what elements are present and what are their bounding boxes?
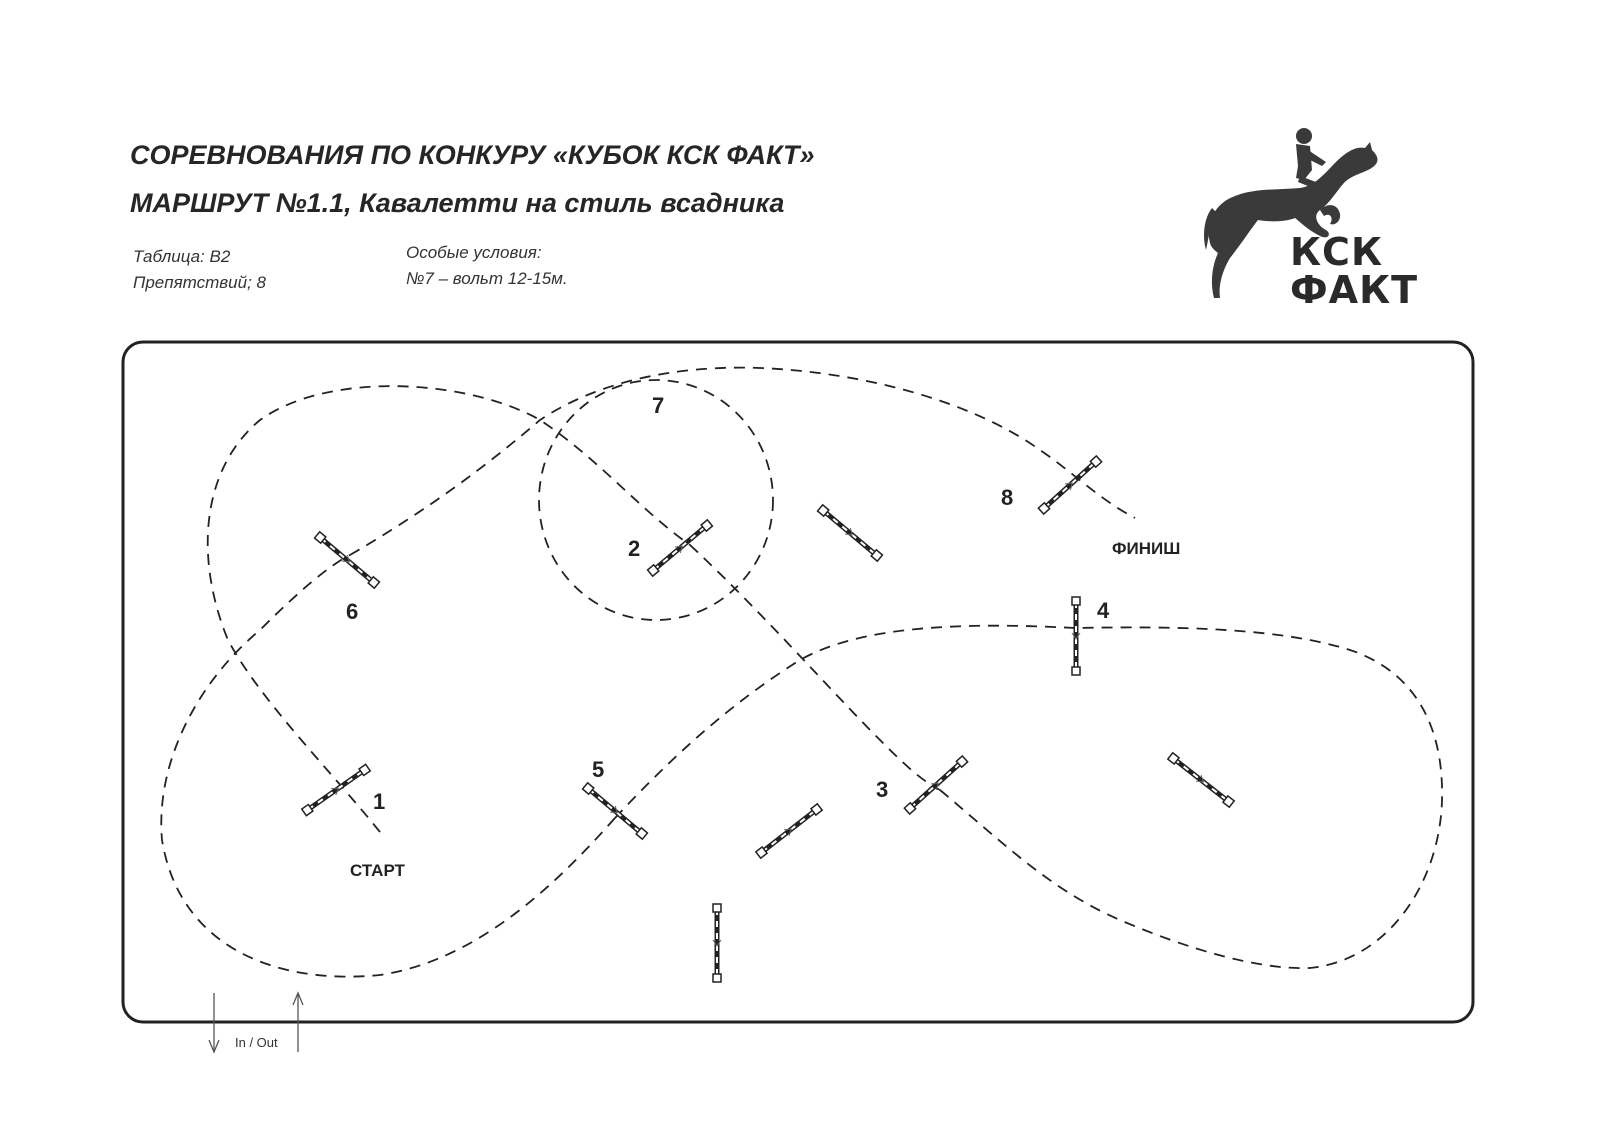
obstacle-4 (1072, 597, 1080, 675)
route-path-4-to-5 (614, 624, 1076, 819)
table-type: Таблица: В2 (133, 247, 231, 266)
show-jumping-horse-icon (1204, 128, 1378, 298)
special-conditions-text: №7 – вольт 12-15м. (406, 269, 568, 288)
special-conditions: Особые условия: №7 – вольт 12-15м. (406, 240, 568, 292)
obstacle-number-6: 6 (346, 599, 358, 624)
route-path-6-to-8 (349, 366, 1136, 556)
obstacle-number-8: 8 (1001, 485, 1013, 510)
obstacle-count: Препятствий; 8 (133, 273, 266, 292)
obstacle-number-4: 4 (1097, 598, 1110, 623)
special-conditions-title: Особые условия: (406, 243, 542, 262)
obstacle-number-2: 2 (628, 536, 640, 561)
extra-pole-d (713, 904, 721, 982)
obstacle-number-7: 7 (652, 393, 664, 418)
obstacle-2 (648, 520, 713, 576)
route-info: Таблица: В2 Препятствий; 8 (133, 244, 266, 296)
obstacle-number-3: 3 (876, 777, 888, 802)
arena-boundary (121, 340, 1475, 1024)
obstacle-8 (1038, 456, 1101, 514)
extra-pole-b (1168, 753, 1234, 807)
route-path-3-to-4 (939, 626, 1443, 970)
route-path-5-to-6 (160, 554, 616, 978)
logo-text-fakt: ФАКТ (1290, 268, 1419, 312)
route-title: МАРШРУТ №1.1, Кавалетти на стиль всадник… (130, 188, 785, 218)
obstacle-6 (315, 532, 380, 588)
start-label: СТАРТ (350, 861, 406, 880)
page-title: СОРЕВНОВАНИЯ ПО КОНКУРУ «КУБОК КСК ФАКТ» (130, 140, 815, 170)
gate-arrows (208, 991, 304, 1054)
route-path-2-to-3 (689, 544, 941, 791)
extra-pole-a (818, 505, 883, 561)
gate-label: In / Out (235, 1035, 278, 1050)
route-path-start-to-2 (206, 385, 691, 833)
extra-pole-c (756, 804, 822, 858)
obstacle-5 (583, 783, 648, 839)
finish-label: ФИНИШ (1112, 539, 1180, 558)
obstacle-number-1: 1 (373, 789, 385, 814)
obstacle-number-5: 5 (592, 757, 604, 782)
logo-text-ksk: КСК (1290, 230, 1384, 274)
volte-circle-7 (538, 379, 774, 621)
obstacle-1 (302, 764, 370, 815)
